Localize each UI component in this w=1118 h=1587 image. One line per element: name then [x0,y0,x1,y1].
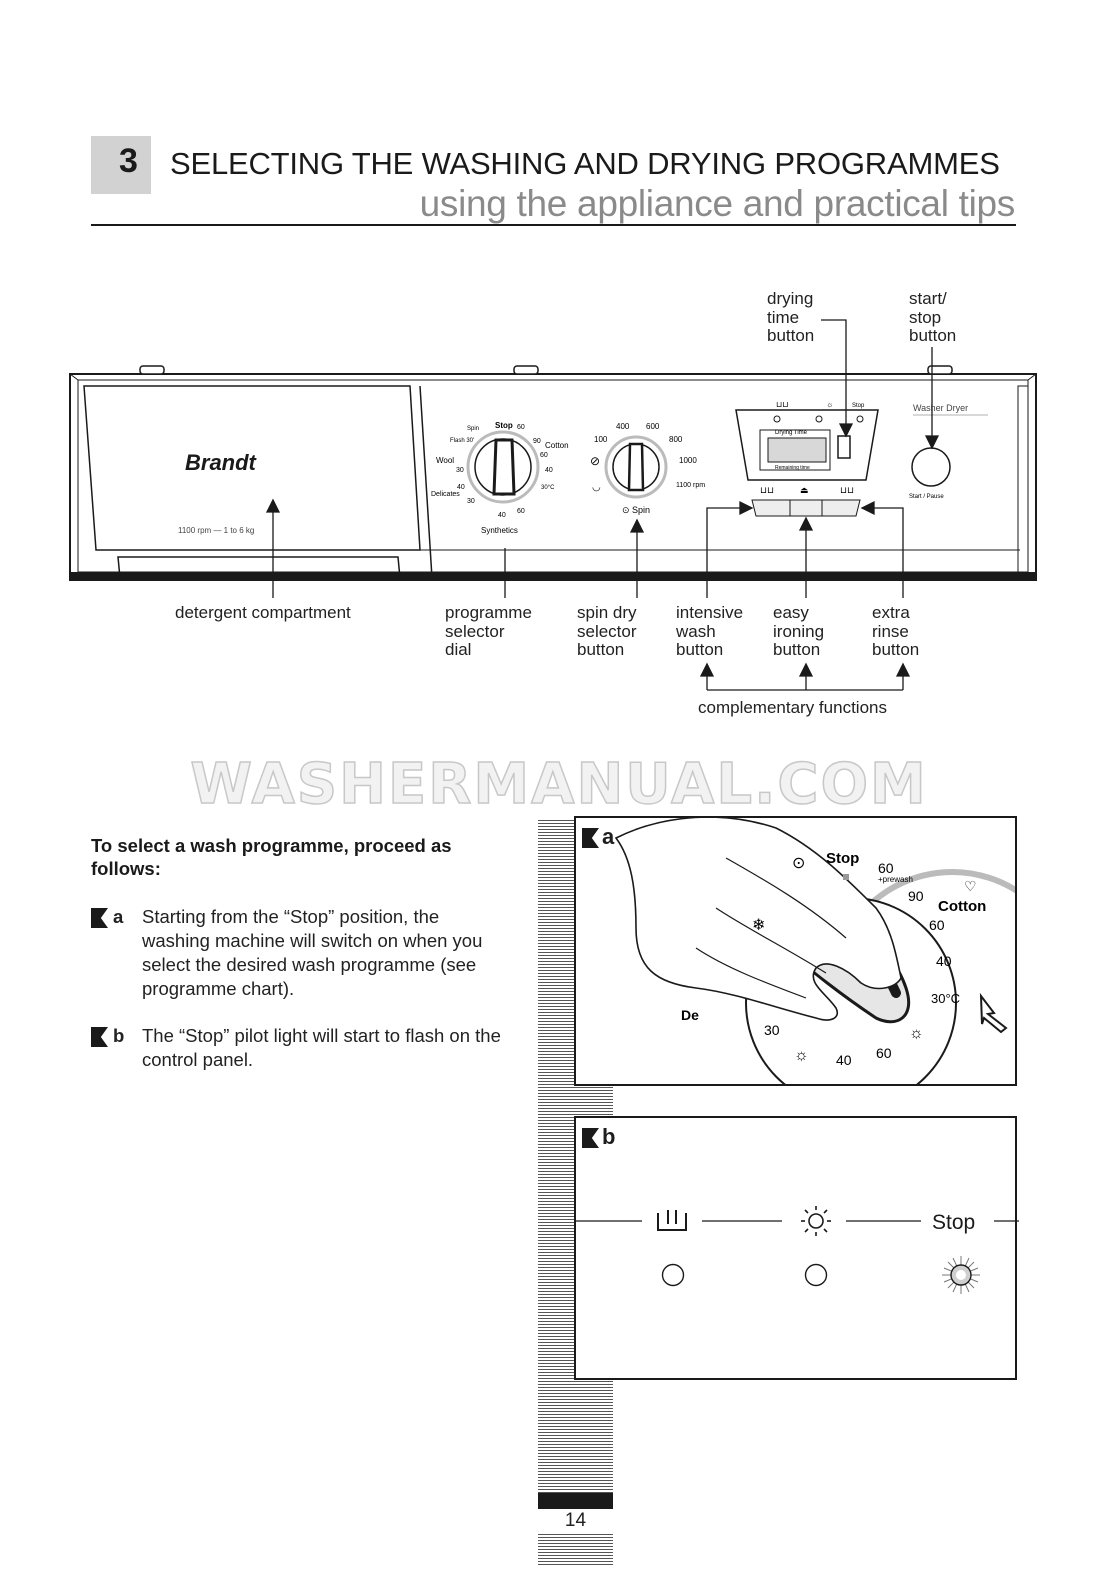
svg-text:Cotton: Cotton [938,898,986,915]
bookmark-icon [582,1128,599,1148]
svg-text:❄: ❄ [752,917,765,934]
section-number-block: 3 [91,136,151,194]
svg-text:40: 40 [457,484,465,491]
bookmark-icon [91,1027,108,1047]
page-number-bar [538,1493,613,1509]
svg-text:⊔⊔: ⊔⊔ [840,485,854,495]
svg-text:Stop: Stop [852,403,865,409]
svg-text:Synthetics: Synthetics [481,526,518,535]
step-text: Starting from the “Stop” position, the w… [142,906,483,999]
stop-label: Stop [932,1211,975,1234]
section-number: 3 [119,142,138,180]
svg-text:100: 100 [594,435,608,444]
intensive-wash-icon [657,1210,687,1231]
svg-text:Delicates: Delicates [431,491,460,498]
svg-text:⏏: ⏏ [800,485,809,495]
svg-text:40: 40 [545,467,553,474]
step-text: The “Stop” pilot light will start to fla… [142,1025,501,1070]
step-letter: a [113,906,124,927]
svg-text:⊘: ⊘ [590,454,600,468]
svg-text:☼: ☼ [826,400,833,409]
svg-text:60: 60 [876,1045,892,1061]
svg-text:60: 60 [540,452,548,459]
watermark: WASHERMANUAL.COM [189,751,928,818]
svg-text:40: 40 [936,953,952,969]
bookmark-icon [582,828,599,848]
drying-sun-icon [801,1206,831,1236]
capacity-text: 1100 rpm — 1 to 6 kg [178,526,254,535]
label-complementary-functions: complementary functions [698,698,887,717]
svg-text:60: 60 [517,508,525,515]
svg-text:90: 90 [908,888,924,904]
svg-text:60: 60 [517,424,525,431]
svg-text:☼: ☼ [909,1025,924,1042]
svg-text:Cotton: Cotton [545,441,569,450]
svg-text:◡: ◡ [592,482,601,493]
svg-text:⊙ Spin: ⊙ Spin [622,505,650,515]
section-title: SELECTING THE WASHING AND DRYING PROGRAM… [170,146,1000,181]
svg-text:30°C: 30°C [931,991,960,1006]
pilot-light-stop-flashing [942,1256,980,1294]
brand-logo: Brandt [185,450,258,475]
svg-text:♡: ♡ [964,878,977,894]
programme-dial[interactable]: Stop Spin 60 90 Cotton 60 40 30°C 60 40 … [431,421,569,535]
header-rule [91,224,1016,226]
start-stop-button-drawing[interactable] [911,447,951,487]
svg-text:Flash 30': Flash 30' [450,438,474,444]
bookmark-icon [91,908,108,928]
label-detergent-compartment: detergent compartment [175,603,351,622]
pilot-light-dry [804,1263,828,1287]
spin-dial[interactable]: 400 600 100 800 1000 1100 rpm ⊙ Spin ⊘ ◡ [590,422,705,515]
svg-text:⊔⊔: ⊔⊔ [776,400,788,409]
svg-text:600: 600 [646,422,660,431]
pilot-light-wash [661,1263,685,1287]
display-area: ⊔⊔ ☼ Stop Drying Time Remaining time ⊔⊔ … [735,400,879,517]
svg-text:30°C: 30°C [541,485,555,491]
section-subtitle: using the appliance and practical tips [419,183,1016,224]
svg-text:30: 30 [764,1022,780,1038]
svg-text:De: De [681,1007,699,1023]
svg-text:30: 30 [467,498,475,505]
svg-text:1100 rpm: 1100 rpm [676,482,705,489]
step-a: a Starting from the “Stop” position, the… [91,905,511,1005]
svg-text:1000: 1000 [679,456,697,465]
pointer-arrow-icon [979,992,1008,1034]
svg-text:Drying Time: Drying Time [775,430,808,436]
svg-text:40: 40 [498,512,506,519]
svg-text:30: 30 [456,467,464,474]
svg-text:Remaining time: Remaining time [775,465,810,471]
svg-text:400: 400 [616,422,630,431]
svg-text:Stop: Stop [495,421,513,430]
svg-text:800: 800 [669,435,683,444]
svg-text:60: 60 [878,860,894,876]
svg-text:⊙: ⊙ [792,855,805,872]
svg-text:+prewash: +prewash [878,875,913,884]
control-panel-diagram: Brandt 1100 rpm — 1 to 6 kg Stop Spin 60… [69,319,1037,598]
svg-text:Stop: Stop [826,850,859,867]
svg-text:⊔⊔: ⊔⊔ [760,485,774,495]
step-letter: b [113,1025,125,1046]
step-b: b The “Stop” pilot light will start to f… [91,1024,511,1084]
instructions-intro: To select a wash programme, proceed as f… [91,835,452,879]
figure-a: ❄ ⊙ Stop 60 +prewash 90 ♡ Cotton 60 40 3… [574,816,1017,1086]
svg-text:40: 40 [836,1052,852,1068]
complementary-bracket [699,662,911,691]
svg-text:90: 90 [533,438,541,445]
svg-text:Spin: Spin [467,426,479,432]
svg-text:Start / Pause: Start / Pause [909,494,944,500]
page-number: 14 [538,1510,613,1532]
svg-text:60: 60 [929,917,945,933]
figure-b: Stop b [574,1116,1019,1380]
svg-text:Wool: Wool [436,456,454,465]
model-label: Washer Dryer [913,403,968,413]
svg-text:☼: ☼ [794,1047,809,1064]
